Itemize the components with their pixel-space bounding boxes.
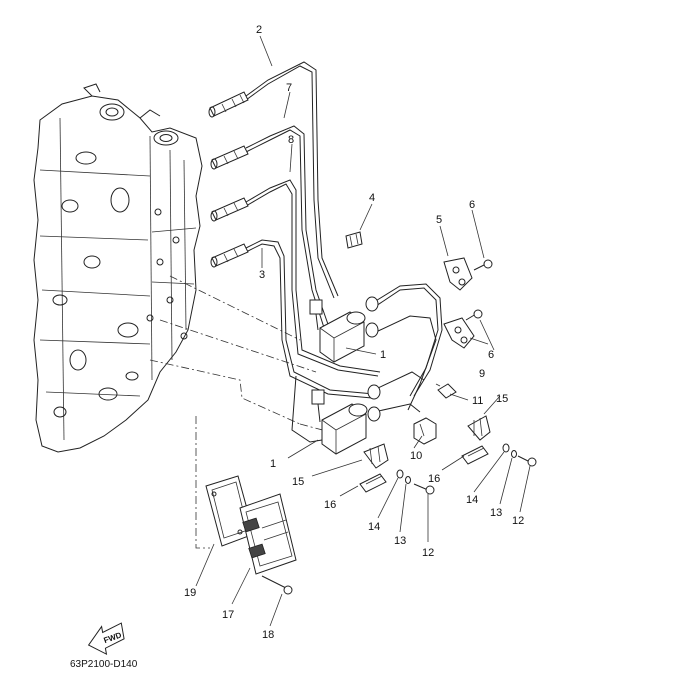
drawing-code: 63P2100-D140 [70,659,138,670]
plate-15-left [363,443,389,469]
callout-4: 4 [369,192,375,204]
engine-block [33,83,203,453]
callout-13-left: 13 [394,535,406,547]
callout-1-lower: 1 [270,458,276,470]
callout-11: 11 [472,395,483,407]
fwd-arrow: FWD [87,622,125,656]
clamp-10 [413,417,437,445]
callout-19: 19 [184,587,196,599]
bolt-6-upper [473,259,493,271]
clip-4 [345,231,363,249]
callout-10: 10 [410,450,422,462]
plug-cap-2 [208,91,249,118]
callout-13-right: 13 [490,507,502,519]
callouts: 2 7 8 4 6 5 3 1 6 9 11 15 10 1 15 16 16 … [184,24,524,641]
callout-9: 9 [479,368,485,380]
clip-11 [435,383,457,399]
callout-6-upper: 6 [469,199,475,211]
callout-7: 7 [286,82,292,94]
bracket-9 [443,317,475,349]
ignition-coil-lower [291,375,381,455]
callout-2: 2 [256,24,262,36]
leader-lines [195,35,531,627]
callout-15-left: 15 [292,476,304,488]
callout-16-left: 16 [324,499,336,511]
callout-8: 8 [288,134,294,146]
callout-14-right: 14 [466,494,478,506]
callout-3: 3 [259,269,265,281]
plug-cap-3 [210,243,249,268]
bolt-6-lower [465,309,483,321]
callout-16-right: 16 [428,473,440,485]
holder-16-left [359,473,387,493]
callout-18: 18 [262,629,274,641]
callout-15-right: 15 [496,393,508,405]
bracket-5 [443,257,473,291]
spark-plug-leads [208,61,443,413]
callout-5: 5 [436,214,442,226]
callout-14-left: 14 [368,521,380,533]
cdi-unit-17 [239,493,297,575]
callout-12-left: 12 [422,547,434,559]
bolts-12 [413,455,537,495]
plug-cap-7 [210,145,249,170]
plug-cap-8 [210,197,249,222]
holder-16-right [461,445,489,465]
callout-12-right: 12 [512,515,524,527]
bolt-18 [261,575,293,595]
callout-17: 17 [222,609,234,621]
callout-6-lower: 6 [488,349,494,361]
callout-1-upper: 1 [380,349,386,361]
washers-14-13 [396,443,517,484]
plate-15-right [467,415,491,441]
